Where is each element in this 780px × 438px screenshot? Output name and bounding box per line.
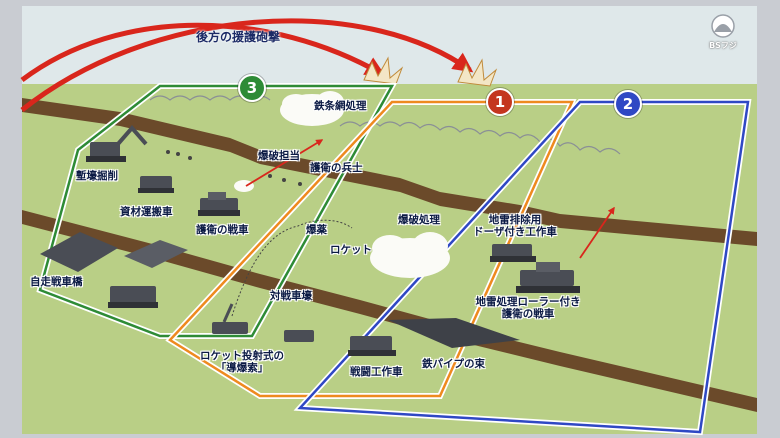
artillery-arc-2 — [20, 18, 474, 112]
label-escort-tank: 護衛の戦車 — [196, 224, 249, 236]
zone-2-outline — [297, 100, 750, 434]
tank-fire-arrow-right — [579, 206, 615, 259]
label-self-propelled-bridge: 自走戦車橋 — [30, 276, 83, 288]
label-explosives: 爆薬 — [306, 224, 327, 236]
label-combat-engineer-vehicle: 戦闘工作車 — [350, 366, 403, 378]
rocket-launcher-icon — [212, 303, 248, 334]
impact-burst-1 — [363, 56, 404, 85]
label-trench-digging: 塹壕掘削 — [76, 170, 118, 182]
label-anti-tank-trench: 対戦車壕 — [270, 290, 312, 302]
artillery-arc-1 — [20, 22, 386, 82]
zone-badge-3: 3 — [238, 74, 266, 102]
explosion-cloud-demolition — [370, 232, 450, 278]
label-demolition-crew: 爆破担当 — [258, 150, 300, 162]
zone-1-outline — [168, 100, 574, 398]
logo-text: BSフジ — [709, 41, 737, 50]
bridge-layer-icon-3 — [108, 286, 158, 308]
label-demolition: 爆破処理 — [398, 214, 440, 226]
impact-burst-2 — [457, 58, 498, 87]
excavator-icon — [86, 124, 148, 162]
escort-tank-left-icon — [198, 192, 240, 216]
barbed-wire-right — [339, 121, 621, 155]
explosion-cloud-barbed-wire — [280, 91, 344, 126]
escort-soldiers-icon — [166, 150, 302, 186]
bridge-layer-icon-1 — [40, 232, 118, 272]
steel-pipe-bundle-icon — [388, 318, 520, 348]
label-mine-roller: 地雷処理ローラー付き 護衛の戦車 — [472, 296, 584, 320]
zone-badge-2: 2 — [614, 90, 642, 118]
bs-fuji-logo-icon: BSフジ — [700, 12, 746, 56]
combat-engineer-vehicle-icon — [348, 336, 396, 356]
mine-dozer-icon — [490, 244, 536, 262]
mine-roller-tank-icon — [516, 262, 580, 293]
label-material-carrier: 資材運搬車 — [120, 206, 173, 218]
label-barbed-wire: 鉄条網処理 — [314, 100, 367, 112]
label-escort-soldiers: 護衛の兵士 — [310, 162, 363, 174]
tank-fire-arrow-left — [245, 139, 324, 187]
label-rocket-launcher: ロケット投射式の 「導爆索」 — [194, 350, 290, 374]
label-mine-roller-line1: 地雷処理ローラー付き — [475, 296, 581, 308]
label-rocket-launcher-line1: ロケット投射式の — [200, 350, 284, 362]
label-mine-dozer: 地雷排除用 ドーザ付き工作車 — [470, 214, 560, 238]
small-blast — [234, 180, 254, 192]
label-mine-roller-line2: 護衛の戦車 — [501, 308, 555, 321]
label-mine-dozer-line1: 地雷排除用 — [488, 214, 542, 226]
label-rocket-launcher-line2: 「導爆索」 — [215, 362, 269, 375]
rocket-trailer-icon — [284, 330, 314, 342]
material-carrier-icon — [138, 176, 174, 193]
rocket-line — [231, 219, 353, 317]
label-steel-pipe-bundle: 鉄パイプの束 — [422, 358, 485, 370]
label-rocket: ロケット — [330, 244, 372, 256]
diagram-title: 後方の援護砲撃 — [196, 30, 281, 44]
zone-badge-1: 1 — [486, 88, 514, 116]
upper-trench — [22, 98, 757, 246]
zone-3-outline — [38, 84, 395, 338]
label-mine-dozer-line2: ドーザ付き工作車 — [473, 226, 557, 239]
bridge-layer-icon-2 — [124, 240, 188, 268]
